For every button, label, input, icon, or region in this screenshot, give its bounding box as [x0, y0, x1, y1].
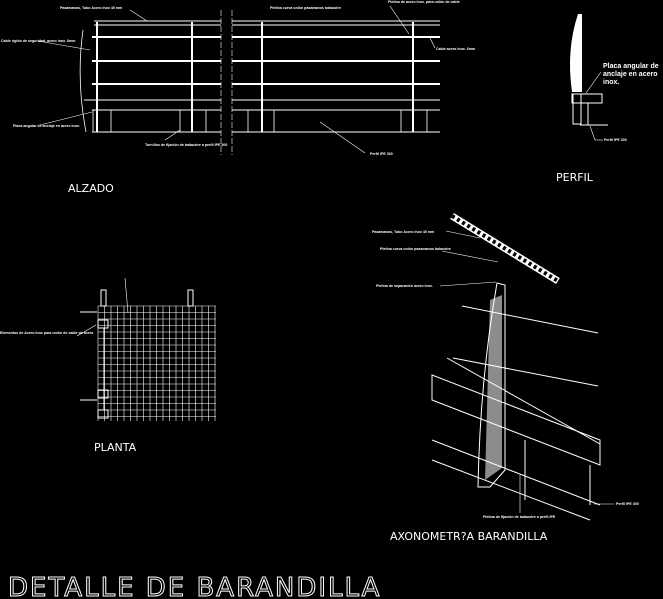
planta-note: Elementos de Acero Inox para unión de ca… [0, 331, 94, 335]
planta-label: PLANTA [94, 441, 137, 454]
note-pletina-cable: Pletina de acero inox. para unión de cab… [388, 0, 460, 4]
note-pasamanos: Pasamanos, Tubo Acero Inox 40 mm [60, 6, 122, 10]
perfil-note-placa: Placa angular de anclaje en acero inox. [603, 63, 659, 86]
axonometria-label: AXONOMETR?A BARANDILLA [390, 530, 548, 543]
axo-note-ipe: Perfil IPE 300 [616, 502, 639, 506]
note-perfil-ipe: Perfil IPE 300 [370, 152, 393, 156]
alzado-view: Pasamanos, Tubo Acero Inox 40 mm Pletina… [1, 0, 475, 195]
perfil-note-ipe: Perfil IPE 300 [604, 138, 627, 142]
perfil-label: PERFIL [556, 171, 594, 184]
note-pletina-curva: Pletina curva unión pasamanos balaustre [270, 6, 341, 10]
axo-note-pasamanos: Pasamanos, Tubo Acero Inox 40 mm [372, 230, 434, 234]
axo-note-separacion: Pletina de separación acero inox. [376, 284, 433, 288]
perfil-view: Perfil IPE 300 PERFIL [556, 14, 627, 184]
note-cable: Cable acero inox. 6mm [436, 47, 475, 51]
axo-note-fijacion: Pletina de fijación de balaustre a perfi… [483, 515, 556, 519]
note-tornillos: Tornillos de fijación de balaustre a per… [145, 143, 227, 147]
drawing-title: DETALLE DE BARANDILLA [8, 573, 381, 599]
axonometria-view: Pasamanos, Tubo Acero Inox 40 mm Pletina… [372, 213, 639, 543]
planta-view: Elementos de Acero Inox para unión de ca… [0, 277, 216, 454]
alzado-label: ALZADO [68, 182, 114, 195]
axo-note-pletina-curva: Pletina curva unión pasamanos balaustre [380, 247, 451, 251]
note-placa-angular: Placa angular de anclaje en acero inox. [13, 124, 80, 128]
